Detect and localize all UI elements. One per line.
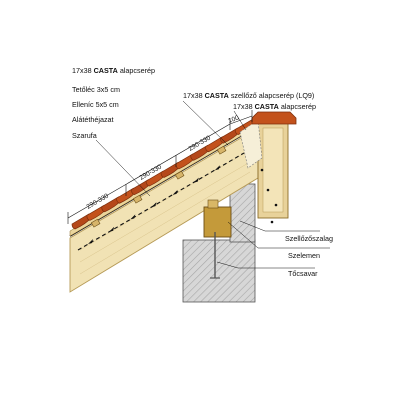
airflow-dot	[266, 188, 270, 192]
dimension-arrow-icon	[130, 214, 136, 220]
purlin-wedge	[207, 199, 219, 209]
label-vent-tile: 17x38 CASTA szellőző alapcserép (LQ9)	[183, 91, 314, 100]
dimension-arrow-icon	[109, 226, 115, 232]
purlin	[203, 206, 232, 238]
dimension-arrow-icon	[193, 177, 199, 183]
ventilation-flow-arrows	[77, 152, 278, 251]
ridge-beam-inner	[262, 127, 284, 213]
tile-battens	[90, 145, 227, 228]
label-counter-batten: Elleníc 5x5 cm	[72, 100, 119, 109]
label-anchor-bolt: Tőcsavar	[288, 269, 318, 278]
dimension-arrow-icon	[151, 202, 157, 208]
label-base-tile-left: 17x38 CASTA alapcserép	[72, 66, 155, 75]
dimension-lines	[67, 110, 253, 224]
label-base-tile-top: 17x38 CASTA alapcserép	[233, 102, 316, 111]
anchor-bolt	[210, 232, 220, 279]
dimension-arrow-icon	[172, 189, 178, 195]
label-tile-batten: Tetőléc 3x5 cm	[72, 85, 120, 94]
rafter-grain	[79, 149, 251, 275]
dimension-arrow-icon	[214, 165, 220, 171]
ridge-tile	[251, 111, 297, 125]
label-rafter: Szarufa	[72, 131, 97, 140]
leader-lines	[95, 100, 330, 269]
label-vent-ribbon: Szellőzőszalag	[285, 234, 333, 243]
label-underlay: Alátéthéjazat	[72, 115, 114, 124]
dimension-arrow-icon	[88, 239, 93, 244]
label-purlin: Szelemen	[288, 251, 320, 260]
left-label-block: 17x38 CASTA alapcserép Tetőléc 3x5 cm El…	[72, 66, 155, 140]
airflow-dot	[270, 220, 274, 224]
roof-tiles	[71, 119, 256, 230]
airflow-dot	[274, 203, 278, 207]
airflow-dot	[260, 168, 264, 172]
masonry-wall	[182, 183, 256, 303]
dimension-label: 100	[227, 114, 240, 124]
